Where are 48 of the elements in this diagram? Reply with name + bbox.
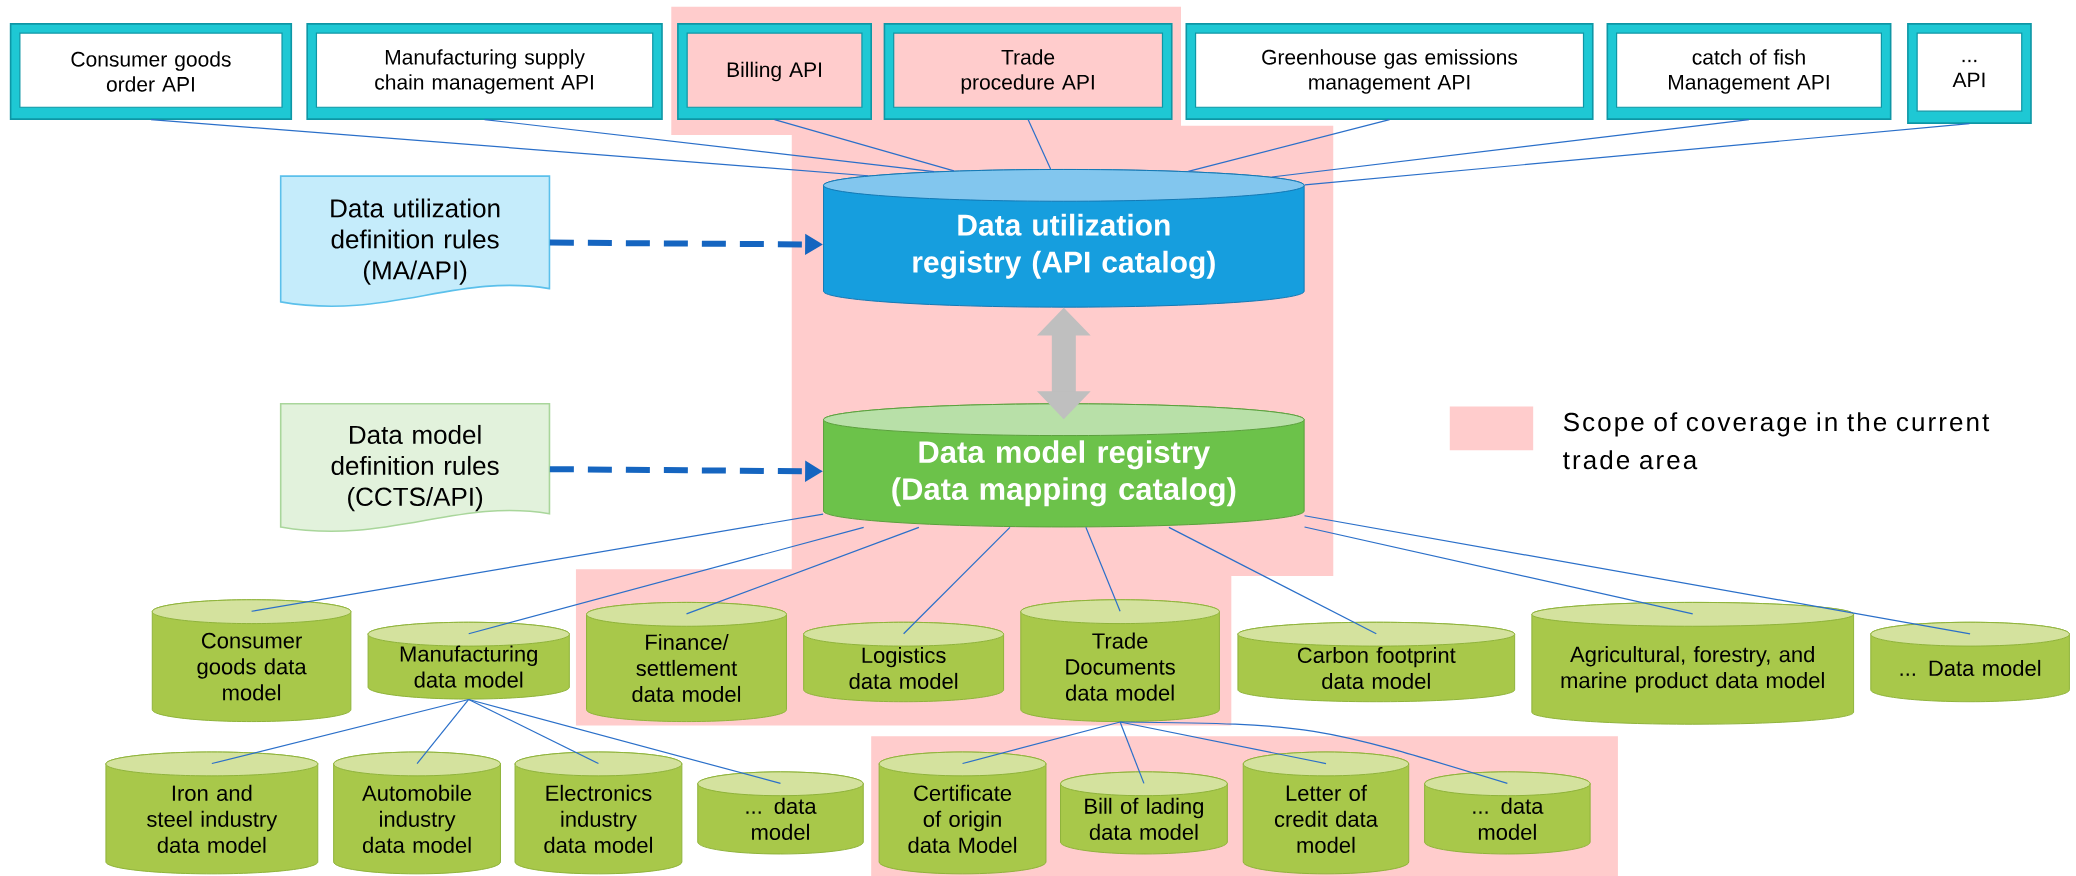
database-cylinder: Consumer goods data model — [151, 599, 352, 722]
database-cylinder: Carbon footprint data model — [1237, 621, 1516, 702]
database-cylinder: Manufacturing data model — [367, 621, 570, 700]
database-cylinder: ... Data model — [1870, 621, 2070, 702]
database-cylinder: Automobile industry data model — [333, 751, 501, 875]
connector-line — [1027, 118, 1052, 170]
connector-line — [416, 698, 470, 764]
database-cylinder: Certificate of origin data Model — [878, 751, 1047, 875]
database-cylinder: Electronics industry data model — [514, 751, 683, 875]
connector-line — [1085, 526, 1121, 612]
connector-line — [250, 513, 824, 612]
connector-line — [1187, 118, 1391, 172]
database-cylinder: Trade Documents data model — [1020, 599, 1220, 722]
api-box: Trade procedure API — [883, 22, 1173, 120]
api-box: Greenhouse gas emissions management API — [1185, 22, 1594, 120]
api-box: catch of fish Management API — [1606, 22, 1892, 120]
api-box: Consumer goods order API — [9, 22, 293, 120]
database-cylinder: Iron and steel industry data model — [105, 751, 319, 875]
connector-line — [150, 118, 869, 177]
connector-line — [961, 721, 1121, 764]
api-box: ... API — [1907, 22, 2032, 124]
connector-line — [1303, 514, 1971, 635]
connector-line — [1303, 526, 1694, 615]
database-cylinder: Data model registry (Data mapping catalog) — [823, 403, 1305, 528]
connector-line — [1304, 122, 1971, 186]
connector-line — [484, 118, 935, 172]
connector-line — [468, 698, 600, 764]
connector-line — [1119, 721, 1145, 784]
database-cylinder: Agricultural, forestry, and marine product data model — [1531, 601, 1855, 725]
connector-line — [468, 698, 782, 784]
database-cylinder: Letter of credit data model — [1242, 751, 1410, 875]
database-cylinder: Finance/ settlement data model — [586, 601, 787, 722]
connector-line — [1168, 526, 1377, 635]
connector-line — [685, 526, 920, 615]
database-cylinder: ... data model — [697, 771, 864, 855]
database-cylinder: Logistics data model — [803, 621, 1005, 702]
connector-line — [1271, 118, 1750, 178]
connector-line — [211, 698, 470, 764]
connector-line — [903, 526, 1011, 635]
api-box: Manufacturing supply chain management API — [306, 22, 663, 120]
database-cylinder: Bill of lading data model — [1060, 771, 1228, 855]
connector-line — [773, 118, 955, 172]
connector-line — [468, 526, 865, 635]
database-cylinder: Data utilization registry (API catalog) — [823, 168, 1305, 308]
database-cylinder: ... data model — [1424, 771, 1591, 855]
connector-line — [1119, 721, 1508, 784]
api-box: Billing API — [677, 22, 872, 120]
legend-text: Scope of coverage in the current trade area — [1563, 411, 1990, 469]
